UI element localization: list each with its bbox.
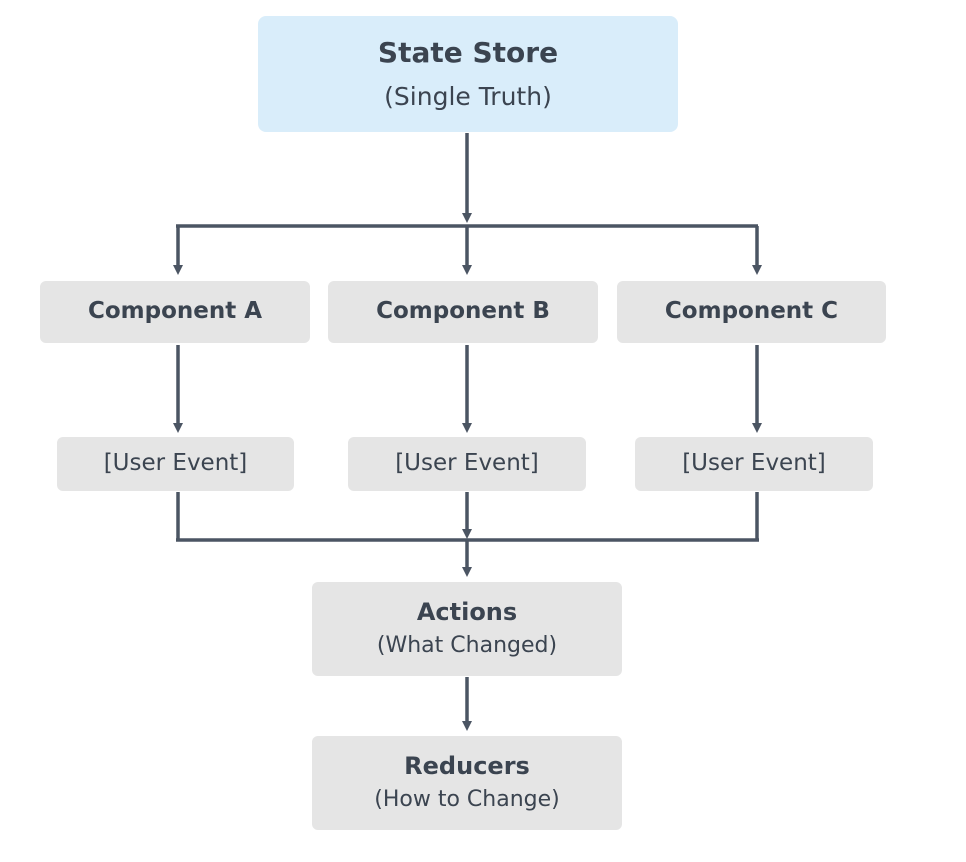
user-event-b-label: [User Event] (395, 450, 539, 477)
component-a-label: Component A (87, 298, 263, 325)
user-event-c-label: [User Event] (682, 450, 826, 477)
component-a-node: Component A (40, 281, 310, 343)
actions-node: Actions (What Changed) (312, 582, 622, 676)
user-event-a-label: [User Event] (103, 450, 248, 477)
user-event-a-node: [User Event] (57, 437, 294, 491)
component-c-label: Component C (664, 298, 839, 325)
reducers-title: Reducers (404, 752, 530, 781)
state-store-subtitle: (Single Truth) (384, 81, 552, 111)
reducers-subtitle: (How to Change) (374, 787, 560, 813)
actions-title: Actions (416, 598, 518, 627)
reducers-node: Reducers (How to Change) (312, 736, 622, 830)
state-store-node: State Store (Single Truth) (258, 16, 678, 132)
component-c-node: Component C (617, 281, 886, 343)
state-store-title: State Store (377, 36, 559, 70)
user-event-b-node: [User Event] (348, 437, 586, 491)
component-b-label: Component B (376, 298, 550, 325)
actions-subtitle: (What Changed) (376, 633, 558, 659)
component-b-node: Component B (328, 281, 598, 343)
user-event-c-node: [User Event] (635, 437, 873, 491)
